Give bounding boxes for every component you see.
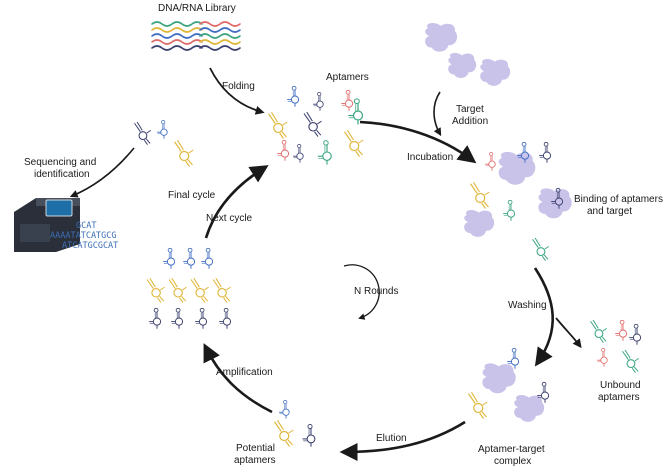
complex-label-1: Aptamer-target — [478, 444, 545, 455]
elution-arrow — [339, 420, 466, 462]
unbound-arrow — [555, 317, 582, 349]
potential-label-1: Potential — [236, 443, 275, 454]
folding-label: Folding — [222, 81, 255, 92]
unbound-label-1: Unbound — [600, 380, 641, 391]
amplified-aptamers — [146, 247, 232, 330]
complex-stage — [467, 347, 550, 422]
aptamers-label: Aptamers — [326, 72, 369, 83]
final-cycle-aptamers — [133, 119, 194, 168]
n-rounds-cycle — [343, 264, 380, 320]
sequencer-line3: ATCATGCGCAT — [62, 241, 118, 251]
amplification-label: Amplification — [216, 367, 273, 378]
binding-stage — [464, 141, 572, 262]
potential-aptamers — [273, 399, 316, 448]
library-label: DNA/RNA Library — [158, 3, 236, 14]
washing-label: Washing — [508, 300, 547, 311]
aptamers-cluster — [267, 85, 364, 166]
amplification-arrow — [203, 343, 273, 414]
unbound-aptamers — [589, 319, 642, 374]
sequencing-label-2: identification — [34, 169, 90, 180]
complex-label-2: complex — [494, 456, 532, 467]
next-cycle-arrow — [204, 165, 269, 239]
sequencer-line2: AAAATATCATGCG — [50, 231, 117, 241]
sequencing-label-1: Sequencing and — [24, 157, 97, 168]
sequencing-arrow — [69, 147, 135, 198]
incubation-label: Incubation — [407, 152, 454, 163]
target-addition-label-2: Addition — [452, 116, 489, 127]
incubation-arrow — [359, 120, 477, 164]
final-cycle-label: Final cycle — [168, 190, 216, 201]
flow-arrows — [69, 67, 582, 462]
washing-arrow — [533, 267, 555, 367]
target-addition-arrow — [433, 91, 442, 137]
target-addition-label-1: Target — [456, 104, 484, 115]
next-cycle-label: Next cycle — [206, 213, 253, 224]
sequencer-line1: GCAT — [76, 221, 96, 231]
library-strands — [151, 21, 241, 51]
elution-label: Elution — [376, 433, 407, 444]
target-molecules — [425, 23, 511, 86]
sequencer-machine: GCAT AAAATATCATGCG ATCATGCGCAT — [14, 198, 118, 252]
n-rounds-label: N Rounds — [354, 286, 399, 297]
folding-arrow — [209, 67, 265, 115]
binding-label-2: and target — [587, 206, 633, 217]
potential-label-2: aptamers — [234, 455, 276, 466]
unbound-label-2: aptamers — [598, 392, 640, 403]
binding-label-1: Binding of aptamers — [574, 194, 663, 205]
